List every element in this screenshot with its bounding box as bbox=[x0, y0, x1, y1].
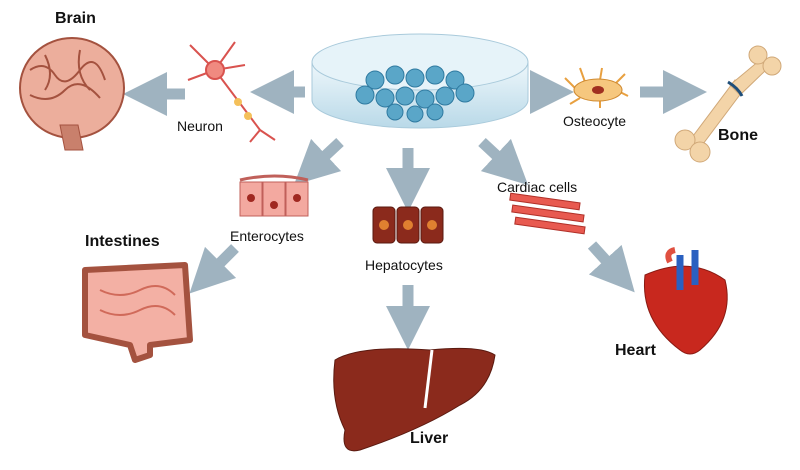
intestines-illustration bbox=[82, 262, 193, 363]
arrow-dish-to-cardiac bbox=[478, 137, 529, 186]
neuron-illustration bbox=[187, 41, 276, 143]
label-enterocytes: Enterocytes bbox=[230, 228, 304, 244]
petri-dish-stem-cells bbox=[311, 33, 529, 129]
arrow-enterocytes-to-intestines bbox=[189, 244, 239, 294]
label-heart: Heart bbox=[615, 342, 656, 359]
arrows bbox=[123, 70, 707, 350]
hepatocytes-illustration bbox=[372, 206, 444, 244]
arrow-dish-to-enterocytes bbox=[293, 137, 344, 186]
brain-illustration bbox=[19, 37, 125, 151]
heart-illustration bbox=[643, 247, 728, 355]
label-neuron: Neuron bbox=[177, 118, 223, 134]
label-liver: Liver bbox=[410, 430, 449, 447]
bone-illustration bbox=[674, 45, 782, 163]
label-intestines: Intestines bbox=[85, 233, 160, 250]
label-bone: Bone bbox=[718, 127, 758, 144]
label-cardiac-cells: Cardiac cells bbox=[497, 179, 578, 195]
label-hepatocytes: Hepatocytes bbox=[365, 257, 443, 273]
cardiac-cells-illustration bbox=[509, 192, 586, 235]
enterocytes-illustration bbox=[239, 174, 309, 217]
osteocyte-illustration bbox=[564, 67, 629, 108]
label-osteocyte: Osteocyte bbox=[563, 113, 627, 129]
liver-illustration bbox=[333, 347, 496, 452]
label-brain: Brain bbox=[55, 10, 96, 27]
arrow-cardiac-to-heart bbox=[587, 241, 635, 293]
